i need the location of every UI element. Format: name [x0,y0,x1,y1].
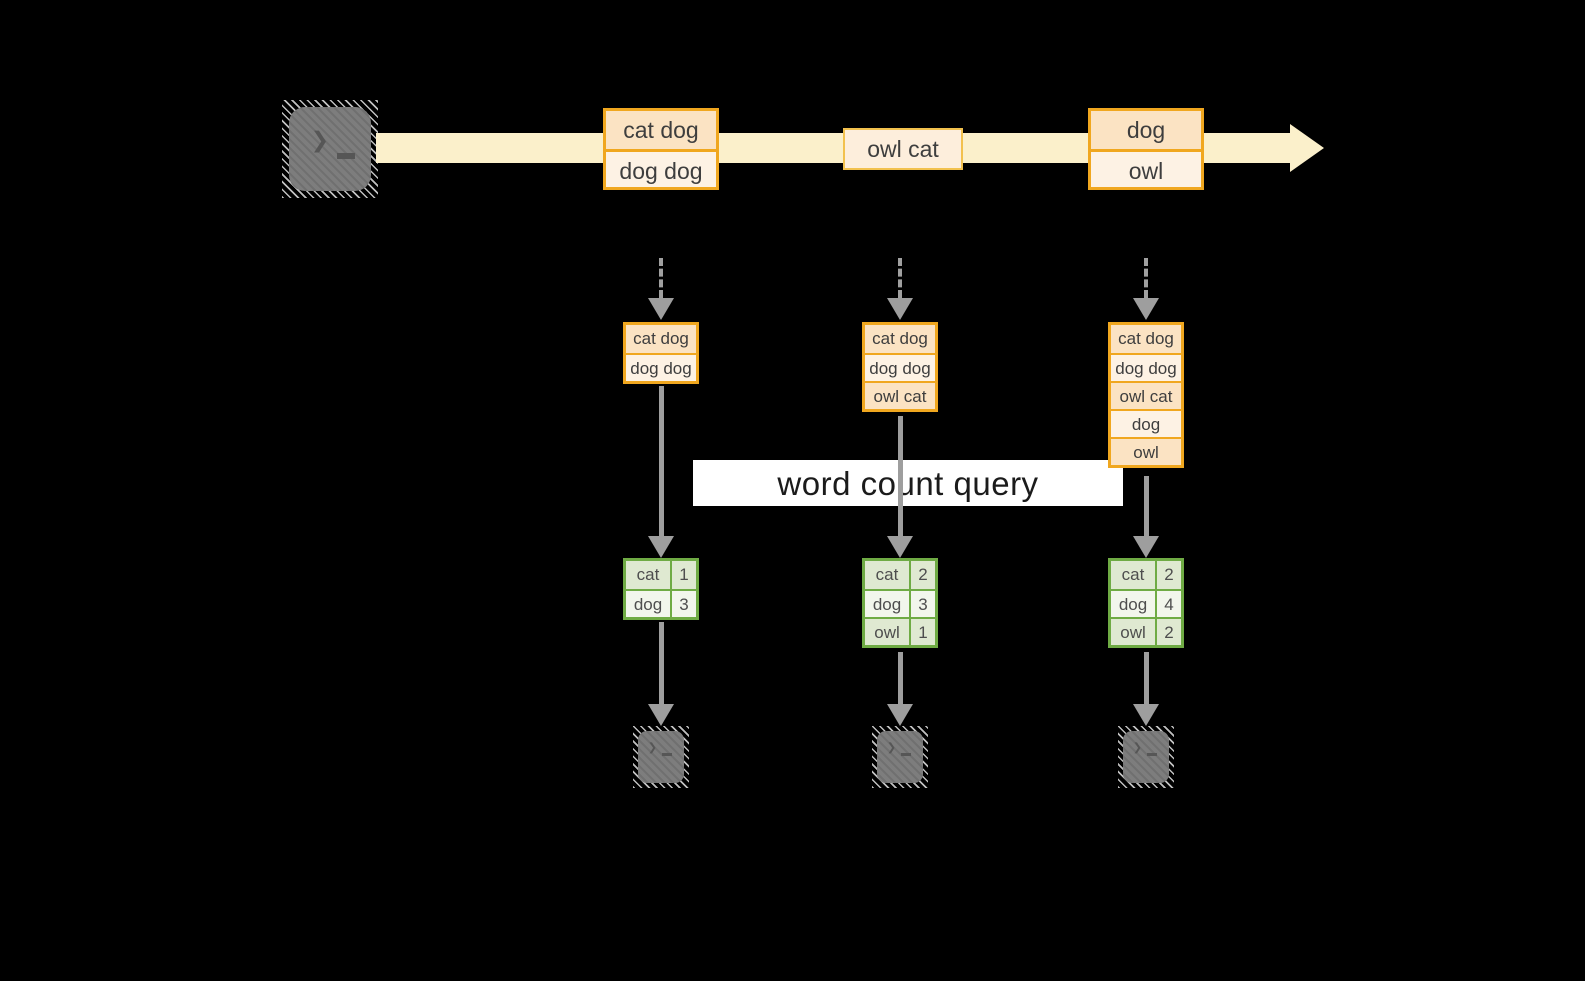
word-count-table-2: cat 2 dog 3 owl 1 [862,558,938,648]
terminal-cursor-icon [337,153,355,159]
count-row: cat 2 [865,561,935,589]
sink-terminal-icon: ❯ [1118,726,1174,788]
word-cell: cat [875,565,899,584]
word-cell: dog [872,595,902,614]
count-row: cat 1 [626,561,696,589]
count-cell: 3 [670,591,696,617]
sink-terminal-icon: ❯ [872,726,928,788]
count-row: owl 2 [1111,617,1181,645]
stream-arrowhead-icon [1290,124,1324,172]
stream-event-batch-2: owl cat [843,128,963,170]
word-count-table-3: cat 2 dog 4 owl 2 [1108,558,1184,648]
micro-batch-buffer-2: cat dog dog dog owl cat [862,322,938,412]
terminal-prompt-icon: ❯ [311,123,330,158]
stream-event-batch-3: dog owl [1088,108,1204,190]
count-row: owl 1 [865,617,935,645]
output-arrowhead-icon [887,704,913,726]
count-row: dog 3 [626,589,696,617]
terminal-icon: ❯ [638,731,684,783]
source-terminal-icon: ❯ [282,100,378,198]
micro-batch-buffer-3: cat dog dog dog owl cat dog owl [1108,322,1184,468]
output-arrow [898,652,903,704]
ingest-dashed-arrow [1144,258,1148,298]
ingest-arrowhead-icon [648,298,674,320]
count-cell: 1 [670,561,696,589]
output-arrowhead-icon [1133,704,1159,726]
terminal-icon: ❯ [877,731,923,783]
buffer-line: owl cat [1111,381,1181,409]
count-cell: 4 [1155,591,1181,617]
buffer-line: cat dog [1111,325,1181,353]
terminal-icon: ❯ [1123,731,1169,783]
word-cell: dog [633,595,663,614]
count-row: cat 2 [1111,561,1181,589]
buffer-line: owl cat [865,381,935,409]
stream-event-line: dog [1091,111,1201,149]
buffer-line: dog [1111,409,1181,437]
terminal-icon: ❯ [289,107,371,191]
query-arrowhead-icon [648,536,674,558]
buffer-line: cat dog [865,325,935,353]
ingest-dashed-arrow [898,258,902,298]
buffer-line: owl [1111,437,1181,465]
ingest-arrowhead-icon [887,298,913,320]
count-cell: 2 [1155,561,1181,589]
terminal-prompt-icon: ❯ [1133,738,1143,756]
word-cell: cat [636,565,660,584]
buffer-line: dog dog [865,353,935,381]
query-arrowhead-icon [887,536,913,558]
count-cell: 2 [1155,619,1181,645]
terminal-prompt-icon: ❯ [887,738,897,756]
output-arrow [1144,652,1149,704]
word-cell: dog [1118,595,1148,614]
ingest-arrowhead-icon [1133,298,1159,320]
terminal-prompt-icon: ❯ [648,738,658,756]
count-cell: 3 [909,591,935,617]
terminal-cursor-icon [1147,753,1157,756]
stream-event-line: dog dog [606,149,716,187]
buffer-line: dog dog [626,353,696,381]
ingest-dashed-arrow [659,258,663,298]
word-count-table-1: cat 1 dog 3 [623,558,699,620]
stream-event-line: owl [1091,149,1201,187]
query-arrow [1144,476,1149,536]
word-cell: owl [1120,623,1146,642]
micro-batch-buffer-1: cat dog dog dog [623,322,699,384]
terminal-cursor-icon [662,753,672,756]
query-arrow [659,386,664,536]
query-arrow [898,416,903,536]
word-cell: owl [874,623,900,642]
stream-event-line: cat dog [606,111,716,149]
query-arrowhead-icon [1133,536,1159,558]
stream-event-batch-1: cat dog dog dog [603,108,719,190]
terminal-cursor-icon [901,753,911,756]
count-row: dog 4 [1111,589,1181,617]
count-cell: 1 [909,619,935,645]
word-count-query-banner: word count query [693,460,1123,506]
output-arrow [659,622,664,704]
count-cell: 2 [909,561,935,589]
sink-terminal-icon: ❯ [633,726,689,788]
output-arrowhead-icon [648,704,674,726]
buffer-line: dog dog [1111,353,1181,381]
word-cell: cat [1121,565,1145,584]
count-row: dog 3 [865,589,935,617]
buffer-line: cat dog [626,325,696,353]
